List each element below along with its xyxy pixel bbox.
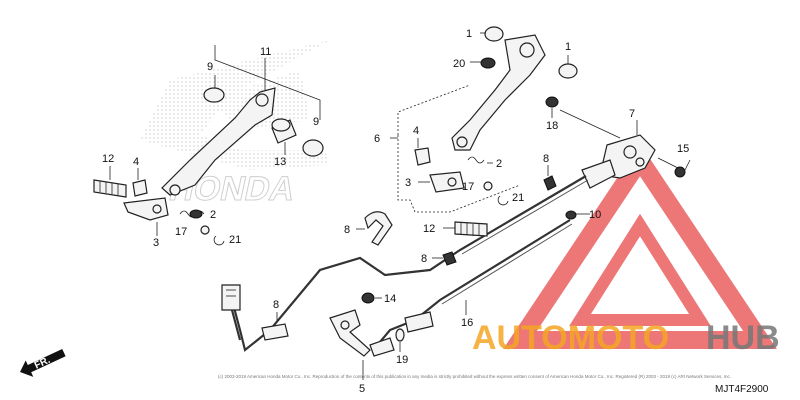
shift-pedal-assembly [390, 26, 578, 213]
callout-2: 2 [496, 158, 502, 170]
callout-18: 18 [546, 120, 558, 132]
brake-pedal-arm [161, 87, 276, 196]
bolt-8-upper [543, 175, 557, 191]
callout-12: 12 [102, 153, 114, 165]
clip-21-left [213, 235, 225, 246]
callout-2: 2 [210, 209, 216, 221]
callout-8: 8 [344, 224, 350, 236]
callout-19: 19 [396, 354, 408, 366]
joint-3-left [123, 197, 169, 221]
callout-9: 9 [207, 61, 213, 73]
washer-17-left [200, 225, 210, 235]
pin-4-left [132, 179, 148, 197]
callout-17: 17 [462, 181, 474, 193]
callout-21: 21 [229, 234, 241, 246]
shift-pedal-arm [451, 34, 546, 151]
callout-7: 7 [629, 108, 635, 120]
callout-3: 3 [405, 177, 411, 189]
collar-9-right [302, 139, 324, 157]
switch-connector [221, 284, 242, 341]
automotohub-watermark-logo [503, 143, 777, 349]
callout-15: 15 [677, 143, 689, 155]
pedal-rubber-12-left [93, 179, 127, 198]
automotohub-watermark-text: AUTOMOTO HUB [472, 319, 780, 357]
bolt-8-middle [442, 251, 457, 266]
callout-17: 17 [175, 226, 187, 238]
callout-8: 8 [273, 299, 279, 311]
callout-16: 16 [461, 317, 473, 329]
callout-1: 1 [565, 41, 571, 53]
callout-20: 20 [453, 58, 465, 70]
bolt-15 [674, 166, 686, 178]
watermark-text-orange: AUTOMOTO [472, 319, 669, 357]
callout-4: 4 [413, 125, 419, 137]
watermark-text-gray: HUB [706, 319, 780, 357]
collar-9-left [203, 87, 225, 103]
callout-labels: 1 1 20 9 11 9 7 18 6 4 15 13 12 4 2 8 3 … [102, 28, 689, 395]
callout-9: 9 [313, 116, 319, 128]
master-cylinder-assembly [543, 109, 691, 220]
seal-18 [545, 96, 559, 108]
stop-switch-rod-5 [329, 309, 395, 380]
callout-11: 11 [260, 46, 271, 58]
callout-8: 8 [421, 253, 427, 265]
callout-21: 21 [512, 192, 524, 204]
callout-1: 1 [466, 28, 472, 40]
hose-clip-8-upper [356, 211, 393, 246]
washer-17-right [483, 181, 493, 191]
callout-6: 6 [374, 133, 380, 145]
callout-10: 10 [589, 209, 601, 221]
callout-14: 14 [384, 293, 396, 305]
bolt-14 [361, 292, 382, 304]
washer-19 [395, 328, 405, 342]
cap-1-top [484, 26, 504, 42]
front-direction-arrow: FR. [20, 348, 66, 377]
hose-clip-8-lower [261, 312, 289, 341]
watermark-inner-triangle [569, 213, 711, 326]
joint-3-right [429, 171, 465, 193]
callout-12: 12 [423, 223, 435, 235]
clip-21-right [497, 195, 509, 206]
pedal-rubber-12-right [443, 221, 488, 237]
grommet-10 [565, 210, 577, 220]
callout-3: 3 [153, 237, 159, 249]
callout-13: 13 [274, 156, 286, 168]
copyright-line: (c) 2003-2019 American Honda Motor Co., … [218, 374, 731, 379]
nut-20 [480, 57, 496, 69]
callout-8: 8 [543, 153, 549, 165]
diagram-code: MJT4F2900 [715, 384, 769, 395]
cap-1-right [558, 63, 578, 79]
callout-5: 5 [359, 383, 365, 395]
watermark-outer-triangle [503, 143, 777, 349]
brake-pedal-assembly [93, 45, 324, 246]
arrow-icon [20, 348, 66, 377]
pin-4-right [414, 147, 431, 166]
push-rod-16 [404, 300, 467, 333]
callout-4: 4 [133, 156, 139, 168]
